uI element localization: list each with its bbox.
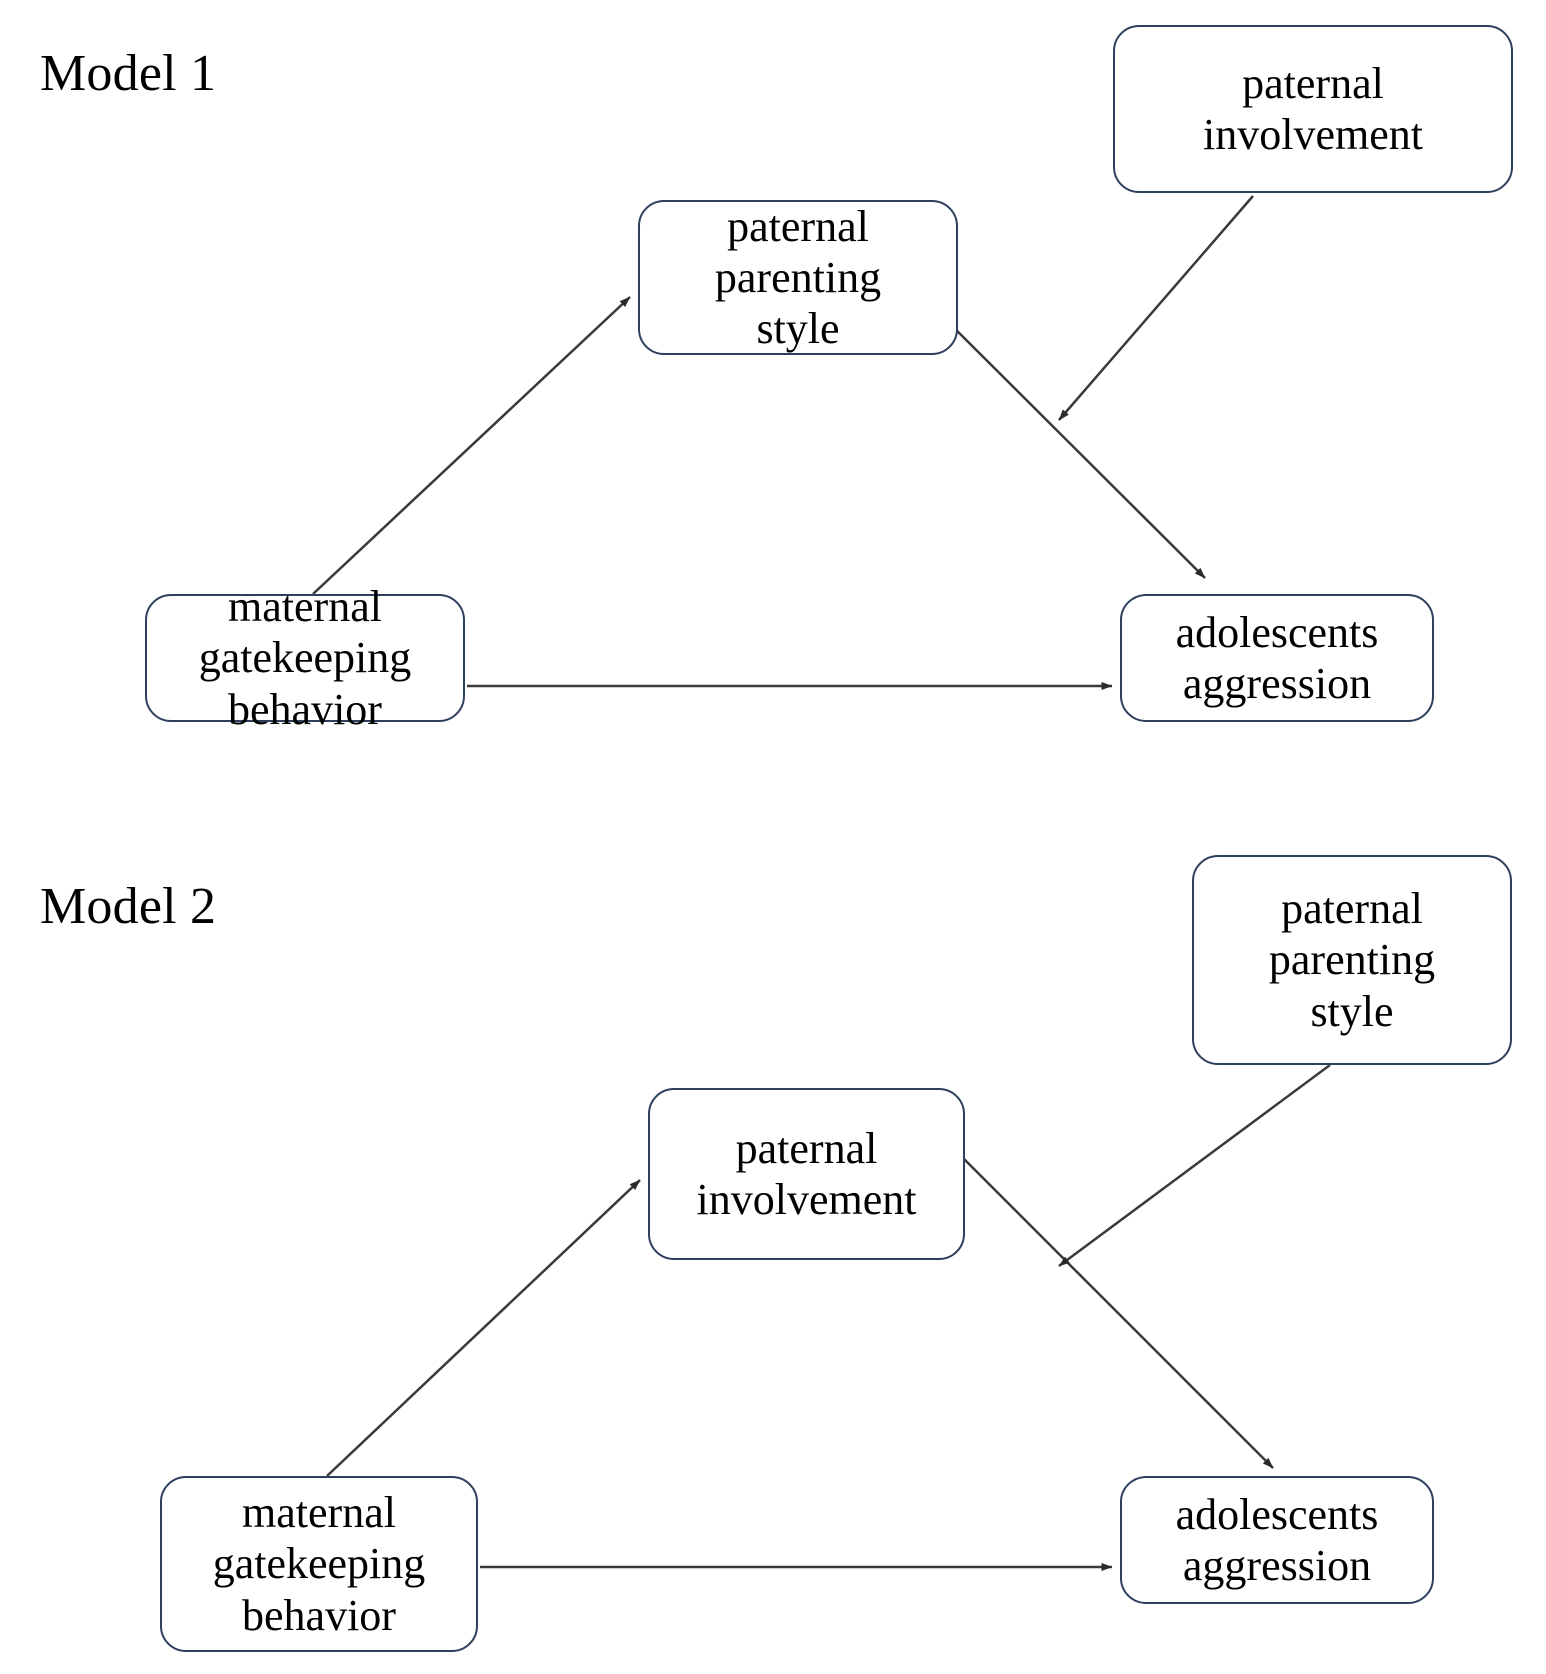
node-label: paternal parenting style bbox=[714, 201, 882, 354]
edge-paternal-parenting-style-to-adolescents-m2 bbox=[1058, 1063, 1331, 1268]
node-label: paternal parenting style bbox=[1268, 884, 1436, 1036]
model-1-label: Model 1 bbox=[40, 45, 217, 102]
node-maternal-gatekeeping-behavior-model-2[interactable]: maternal gatekeeping behavior bbox=[160, 1476, 478, 1652]
node-label: maternal gatekeeping behavior bbox=[198, 582, 412, 734]
node-paternal-involvement-model-2[interactable]: paternal involvement bbox=[648, 1088, 965, 1260]
edge-maternal-to-paternal-involvement-m2 bbox=[326, 1179, 641, 1477]
node-paternal-involvement-model-1[interactable]: paternal involvement bbox=[1113, 25, 1513, 193]
node-label: adolescents aggression bbox=[1175, 1489, 1379, 1590]
node-paternal-parenting-style-model-1[interactable]: paternal parenting style bbox=[638, 200, 958, 355]
node-label: adolescents aggression bbox=[1175, 607, 1379, 708]
node-adolescents-aggression-model-2[interactable]: adolescents aggression bbox=[1120, 1476, 1434, 1604]
node-label: maternal gatekeeping behavior bbox=[212, 1488, 426, 1640]
node-label: paternal involvement bbox=[1203, 58, 1423, 159]
node-paternal-parenting-style-model-2[interactable]: paternal parenting style bbox=[1192, 855, 1512, 1065]
node-label: paternal involvement bbox=[696, 1123, 917, 1224]
edge-paternal-involvement-to-adolescents-m1 bbox=[1058, 195, 1254, 421]
model-2-label: Model 2 bbox=[40, 878, 217, 935]
node-maternal-gatekeeping-behavior-model-1[interactable]: maternal gatekeeping behavior bbox=[145, 582, 465, 734]
node-adolescents-aggression-model-1[interactable]: adolescents aggression bbox=[1120, 594, 1434, 722]
edge-maternal-to-paternal-parenting-style-m1 bbox=[312, 296, 631, 595]
